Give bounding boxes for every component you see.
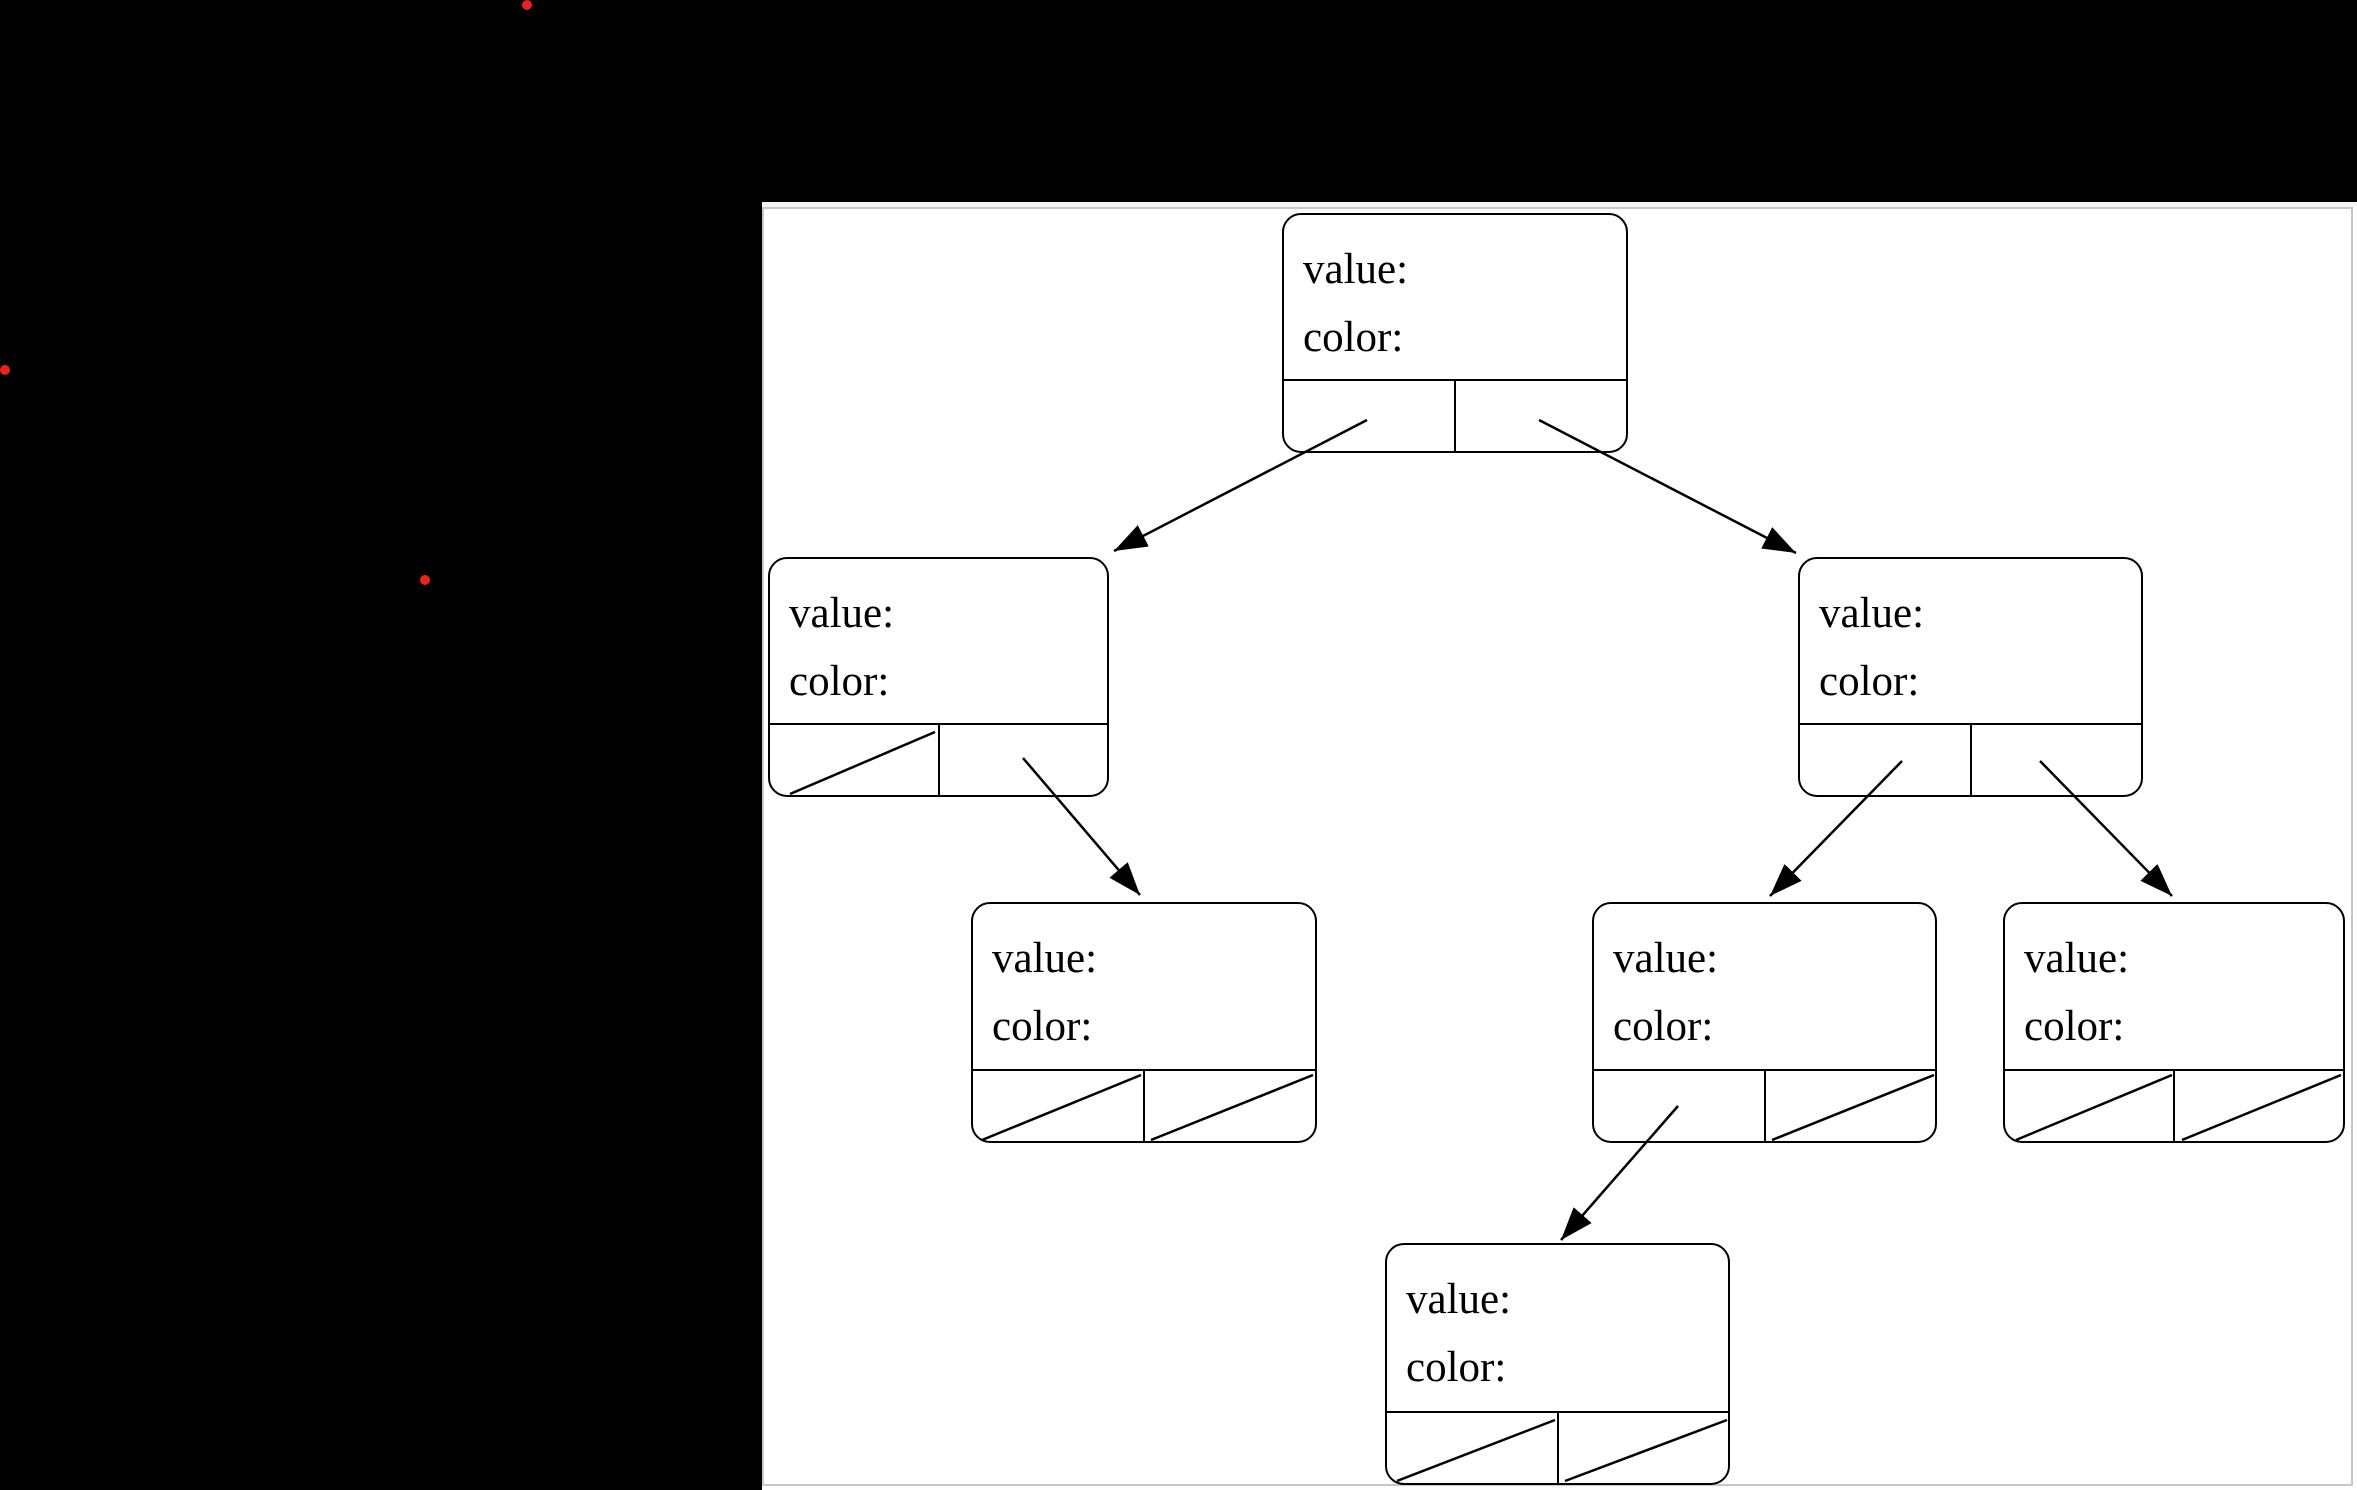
- tree-node-left: value: color:: [768, 557, 1109, 797]
- tree-node-right: value: color:: [1798, 557, 2143, 797]
- node-field-labels: value: color:: [770, 559, 1107, 716]
- color-field-label: color:: [2024, 1003, 2125, 1050]
- node-field-labels: value: color:: [1800, 559, 2141, 716]
- tree-node-left-right: value: color:: [971, 902, 1317, 1143]
- color-field-label: color:: [789, 658, 890, 705]
- pointer-row: [2005, 1069, 2343, 1141]
- value-field-label: value:: [1303, 246, 1409, 293]
- red-dot-annotation: [522, 0, 532, 10]
- right-child-pointer-cell: [1456, 381, 1626, 451]
- node-field-labels: value: color:: [1387, 1245, 1728, 1402]
- left-child-pointer-cell: [1594, 1071, 1766, 1141]
- left-child-pointer-cell: [1284, 381, 1456, 451]
- right-child-pointer-cell: [1972, 725, 2142, 795]
- pointer-row: [973, 1069, 1315, 1141]
- color-field-label: color:: [1303, 314, 1404, 361]
- value-field-label: value:: [1406, 1276, 1512, 1323]
- node-field-labels: value: color:: [1594, 904, 1935, 1061]
- color-field-label: color:: [1819, 658, 1920, 705]
- black-backdrop-left: [0, 0, 762, 1490]
- panel-top-strip: [762, 202, 2357, 207]
- tree-node-right-right: value: color:: [2003, 902, 2345, 1143]
- tree-node-right-left: value: color:: [1592, 902, 1937, 1143]
- red-dot-annotation: [420, 575, 430, 585]
- node-field-labels: value: color:: [2005, 904, 2343, 1061]
- left-child-pointer-cell: [2005, 1071, 2175, 1141]
- right-child-pointer-cell: [1559, 1413, 1729, 1483]
- value-field-label: value:: [2024, 935, 2130, 982]
- color-field-label: color:: [1406, 1344, 1507, 1391]
- color-field-label: color:: [992, 1003, 1093, 1050]
- pointer-row: [1800, 723, 2141, 795]
- red-dot-annotation: [0, 365, 10, 375]
- right-child-pointer-cell: [2175, 1071, 2343, 1141]
- left-child-pointer-cell: [770, 725, 940, 795]
- color-field-label: color:: [1613, 1003, 1714, 1050]
- right-child-pointer-cell: [940, 725, 1108, 795]
- value-field-label: value:: [1613, 935, 1719, 982]
- right-child-pointer-cell: [1145, 1071, 1315, 1141]
- tree-node-right-left-left: value: color:: [1385, 1243, 1730, 1485]
- right-child-pointer-cell: [1766, 1071, 1936, 1141]
- pointer-row: [1594, 1069, 1935, 1141]
- node-field-labels: value: color:: [1284, 215, 1626, 372]
- left-child-pointer-cell: [1387, 1413, 1559, 1483]
- value-field-label: value:: [1819, 590, 1925, 637]
- node-field-labels: value: color:: [973, 904, 1315, 1061]
- value-field-label: value:: [992, 935, 1098, 982]
- left-child-pointer-cell: [973, 1071, 1145, 1141]
- tree-node-root: value: color:: [1282, 213, 1628, 453]
- pointer-row: [1387, 1411, 1728, 1483]
- left-child-pointer-cell: [1800, 725, 1972, 795]
- pointer-row: [770, 723, 1107, 795]
- pointer-row: [1284, 379, 1626, 451]
- value-field-label: value:: [789, 590, 895, 637]
